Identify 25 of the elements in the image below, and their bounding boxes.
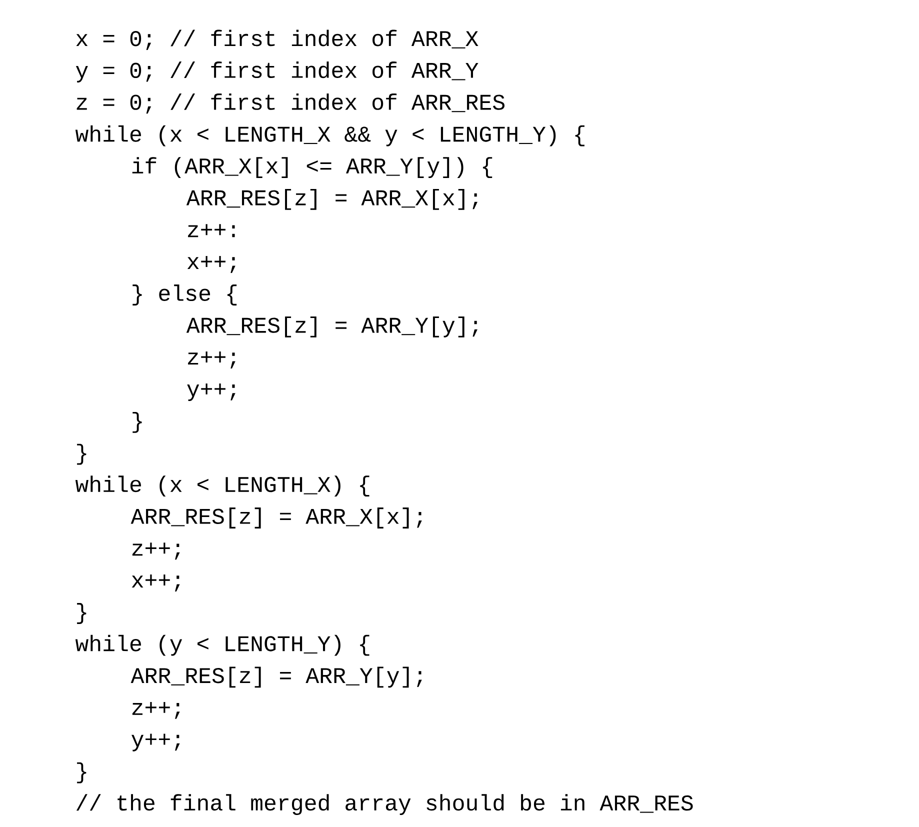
- code-line: }: [77, 603, 86, 624]
- code-line: y++;: [132, 734, 180, 752]
- code-line: ARR_RES[z] = ARR_Y[y];: [186, 316, 478, 338]
- code-line: z++;: [188, 352, 236, 368]
- code-line: }: [77, 762, 86, 784]
- code-line: // the final merged array should be in ARR_RES: [76, 794, 693, 816]
- code-line: while (x < LENGTH_X && y < LENGTH_Y) {: [75, 125, 584, 146]
- code-line: } else {: [132, 284, 237, 306]
- code-line: x++;: [187, 256, 236, 273]
- code-line: while (x < LENGTH_X) {: [75, 476, 370, 497]
- code-line: if (ARR_X[x] <= ARR_Y[y]) {: [132, 157, 492, 178]
- code-line: }: [77, 444, 86, 465]
- code-line: x = 0; // first index of ARR_X: [76, 30, 478, 50]
- code-line: while (y < LENGTH_Y) {: [75, 634, 370, 656]
- code-line: y = 0; // first index of ARR_Y: [76, 62, 478, 82]
- code-line: x++;: [132, 574, 180, 592]
- code-line: ARR_RES[z] = ARR_Y[y];: [130, 666, 422, 688]
- code-line: y++;: [187, 383, 236, 402]
- code-line: ARR_RES[z] = ARR_X[x];: [186, 188, 478, 210]
- code-line: z++:: [188, 224, 235, 238]
- code-line: z = 0; // first index of ARR_RES: [76, 93, 504, 114]
- code-line: }: [132, 412, 142, 433]
- code-line: ARR_RES[z] = ARR_X[x];: [130, 508, 422, 528]
- code-line: z++;: [132, 702, 180, 719]
- code-line: z++;: [132, 542, 180, 560]
